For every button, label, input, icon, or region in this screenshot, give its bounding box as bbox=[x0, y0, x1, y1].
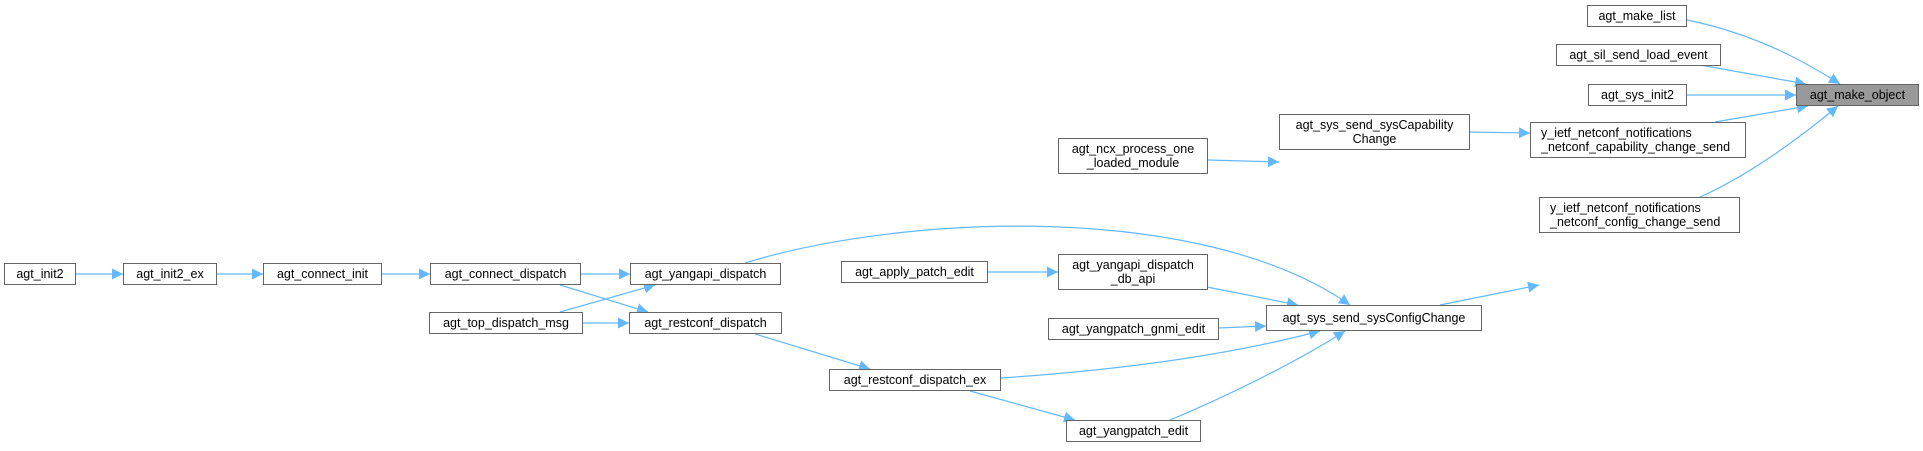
node-agt-make-list[interactable]: agt_make_list bbox=[1587, 5, 1687, 27]
node-agt-yangapi-dispatch[interactable]: agt_yangapi_dispatch bbox=[630, 263, 781, 285]
edge-restconf_dispatch_ex-to-yangpatch_edit bbox=[969, 390, 1076, 423]
node-agt-sys-send-sysconfigchange[interactable]: agt_sys_send_sysConfigChange bbox=[1266, 305, 1482, 331]
node-y-ietf-netconf-capability-change-send[interactable]: y_ietf_netconf_notifications _netconf_ca… bbox=[1530, 122, 1746, 158]
edge-ncx_process-to-sysCapabilityChange bbox=[1207, 156, 1280, 168]
node-agt-init2-ex[interactable]: agt_init2_ex bbox=[123, 263, 217, 285]
node-agt-sil-send-load-event[interactable]: agt_sil_send_load_event bbox=[1556, 44, 1721, 66]
edge-yangpatch_gnmi_edit-to-sysConfigChange bbox=[1217, 320, 1267, 332]
node-agt-sys-init2[interactable]: agt_sys_init2 bbox=[1588, 84, 1687, 106]
edge-connect_dispatch-to-restconf_dispatch bbox=[559, 284, 649, 315]
edge-agt_sil_send_load_event-to-agt_make_object bbox=[1699, 64, 1807, 88]
node-agt-yangpatch-edit[interactable]: agt_yangpatch_edit bbox=[1066, 420, 1201, 442]
node-agt-make-object: agt_make_object bbox=[1796, 84, 1919, 106]
node-agt-connect-init[interactable]: agt_connect_init bbox=[263, 263, 382, 285]
node-y-ietf-netconf-config-change-send[interactable]: y_ietf_netconf_notifications _netconf_co… bbox=[1539, 197, 1740, 233]
node-agt-sys-send-syscapabilitychange[interactable]: agt_sys_send_sysCapability Change bbox=[1279, 114, 1470, 150]
edge-agt_make_list-to-agt_make_object bbox=[1686, 19, 1841, 85]
node-agt-ncx-process-one-loaded-module[interactable]: agt_ncx_process_one _loaded_module bbox=[1058, 138, 1208, 174]
edge-top_dispatch_msg-to-yangapi_dispatch bbox=[559, 282, 656, 313]
edge-sysCapabilityChange-to-cap_change_send bbox=[1468, 127, 1531, 139]
edge-yangapi_dispatch-to-sysConfigChange bbox=[744, 225, 1351, 306]
node-agt-restconf-dispatch[interactable]: agt_restconf_dispatch bbox=[629, 312, 782, 334]
node-agt-top-dispatch-msg[interactable]: agt_top_dispatch_msg bbox=[429, 312, 583, 334]
edge-config_change_send-to-agt_make_object bbox=[1699, 105, 1839, 198]
node-agt-apply-patch-edit[interactable]: agt_apply_patch_edit bbox=[841, 261, 988, 283]
node-agt-connect-dispatch[interactable]: agt_connect_dispatch bbox=[430, 263, 581, 285]
node-agt-init2[interactable]: agt_init2 bbox=[4, 263, 76, 285]
edge-restconf_dispatch_ex-to-sysConfigChange bbox=[1000, 328, 1321, 379]
edge-restconf_dispatch-to-restconf_dispatch_ex bbox=[754, 333, 871, 372]
edge-yangpatch_edit-to-sysConfigChange bbox=[1169, 330, 1346, 421]
node-agt-restconf-dispatch-ex[interactable]: agt_restconf_dispatch_ex bbox=[829, 369, 1001, 391]
node-agt-yangpatch-gnmi-edit[interactable]: agt_yangpatch_gnmi_edit bbox=[1048, 318, 1219, 340]
edge-sysConfigChange-to-config_change_send bbox=[1439, 281, 1540, 306]
edge-yangapi_db_api-to-sysConfigChange bbox=[1206, 286, 1299, 309]
edge-cap_change_send-to-agt_make_object bbox=[1714, 102, 1809, 123]
node-agt-yangapi-dispatch-db-api[interactable]: agt_yangapi_dispatch _db_api bbox=[1058, 254, 1208, 290]
